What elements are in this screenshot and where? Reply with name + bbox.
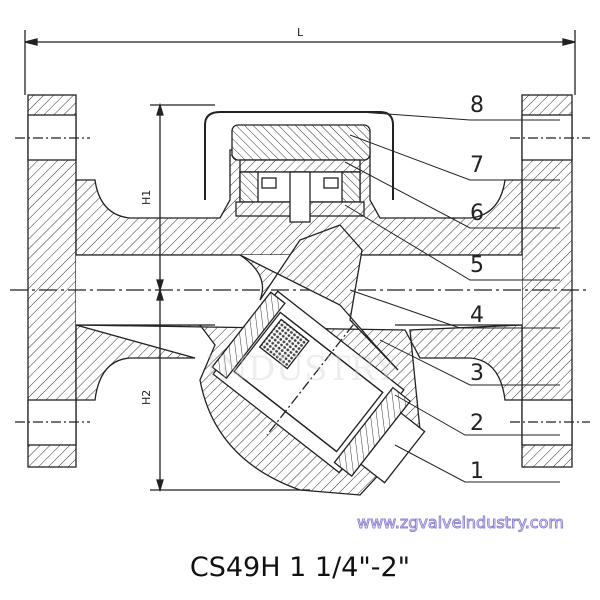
part-number-3: 3	[470, 361, 484, 386]
website-watermark: www.zgvalveindustry.com	[357, 513, 565, 533]
strainer	[211, 290, 426, 484]
dimension-H2-label: H2	[140, 390, 153, 405]
part-number-8: 8	[470, 93, 484, 118]
part-number-5: 5	[470, 253, 484, 278]
callout-leaders	[344, 111, 560, 483]
part-number-1: 1	[470, 459, 484, 484]
plug	[360, 412, 426, 484]
dimension-H	[150, 102, 310, 493]
dimension-L-label: L	[297, 26, 304, 39]
dimension-H1-label: H1	[140, 190, 153, 205]
part-number-2: 2	[470, 411, 484, 436]
part-number-4: 4	[470, 303, 484, 328]
cap	[204, 111, 394, 200]
part-number-6: 6	[470, 201, 484, 226]
dimension-L	[24, 30, 576, 95]
center-watermark: INDUSTRY	[205, 349, 398, 389]
bonnet	[231, 124, 371, 161]
model-caption: CS49H 1 1/4"-2"	[189, 552, 411, 583]
strainer-screen	[258, 318, 310, 370]
part-number-7: 7	[470, 153, 484, 178]
